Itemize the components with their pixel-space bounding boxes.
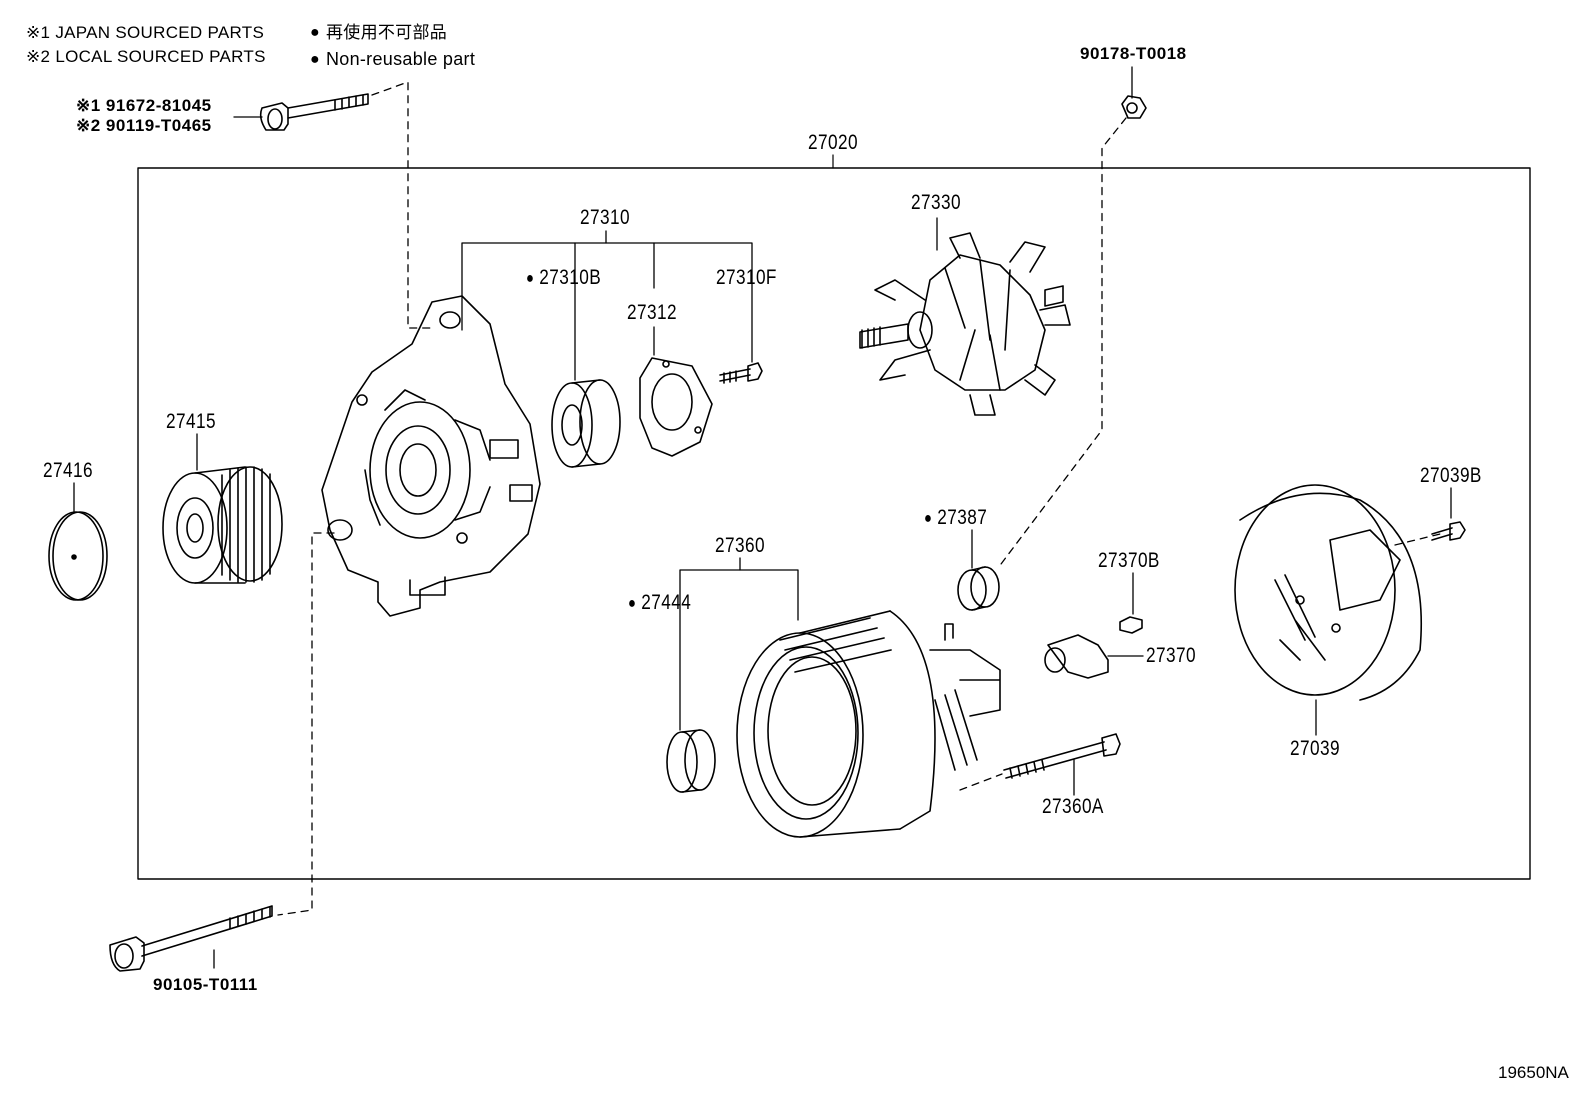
label-cap: 27416 [43, 459, 93, 482]
bolt-top-drawing [259, 93, 369, 131]
pulley-drawing [162, 466, 283, 584]
label-stator-frame: 27360 [715, 534, 765, 557]
screw-f-drawing [719, 362, 763, 384]
rear-frame-drawing [736, 610, 1001, 838]
diagram-code: 19650NA [1498, 1063, 1569, 1082]
assembly-frame-box [137, 167, 1531, 880]
label-collar: 27444 [628, 592, 691, 613]
insulator-drawing [957, 566, 1000, 611]
label-rear-cover: 27039 [1290, 737, 1340, 760]
label-bolt-top-jp: ※1 91672-81045 [76, 96, 212, 115]
legend-nonreusable-jp: 再使用不可部品 [310, 24, 447, 42]
rotor-drawing [859, 232, 1071, 416]
label-bolt-top-local: ※2 90119-T0465 [76, 116, 212, 135]
bolt-27360a-drawing [1003, 733, 1121, 779]
label-terminal-screw: 27370B [1098, 549, 1160, 572]
rear-cover-screw-drawing [1431, 521, 1466, 541]
front-housing-drawing [321, 295, 541, 617]
legend-japan: ※1 JAPAN SOURCED PARTS [26, 23, 265, 42]
retainer-drawing [639, 357, 713, 457]
bracket-27310 [461, 230, 753, 381]
leaders [73, 66, 1452, 969]
label-rear-cover-screw: 27039B [1420, 464, 1482, 487]
bolt-bottom-drawing [109, 905, 273, 972]
legend-nonreusable-en: Non-reusable part [310, 50, 475, 69]
label-bolt-through: 27360A [1042, 795, 1104, 818]
bracket-27360 [679, 557, 799, 731]
bearing-drawing [551, 379, 621, 468]
label-pulley: 27415 [166, 410, 216, 433]
label-assembly: 27020 [808, 131, 858, 154]
label-terminal: 27370 [1146, 644, 1196, 667]
dashed-leaders [277, 81, 1441, 916]
label-rotor: 27330 [911, 191, 961, 214]
label-insulator: 27387 [924, 507, 987, 528]
label-frame: 27310 [580, 206, 630, 229]
collar-drawing [666, 729, 716, 793]
label-screw-f: 27310F [716, 266, 777, 289]
cap-drawing [48, 511, 108, 601]
rear-cover-drawing [1234, 484, 1423, 701]
legend-local: ※2 LOCAL SOURCED PARTS [26, 47, 266, 66]
terminal-screw-drawing [1119, 616, 1143, 634]
label-bearing: 27310B [526, 267, 601, 288]
label-bolt-bottom: 90105-T0111 [153, 975, 258, 994]
label-nut-top: 90178-T0018 [1080, 44, 1187, 63]
nut-top-drawing [1121, 95, 1147, 119]
label-retainer: 27312 [627, 301, 677, 324]
terminal-drawing [1044, 634, 1109, 679]
